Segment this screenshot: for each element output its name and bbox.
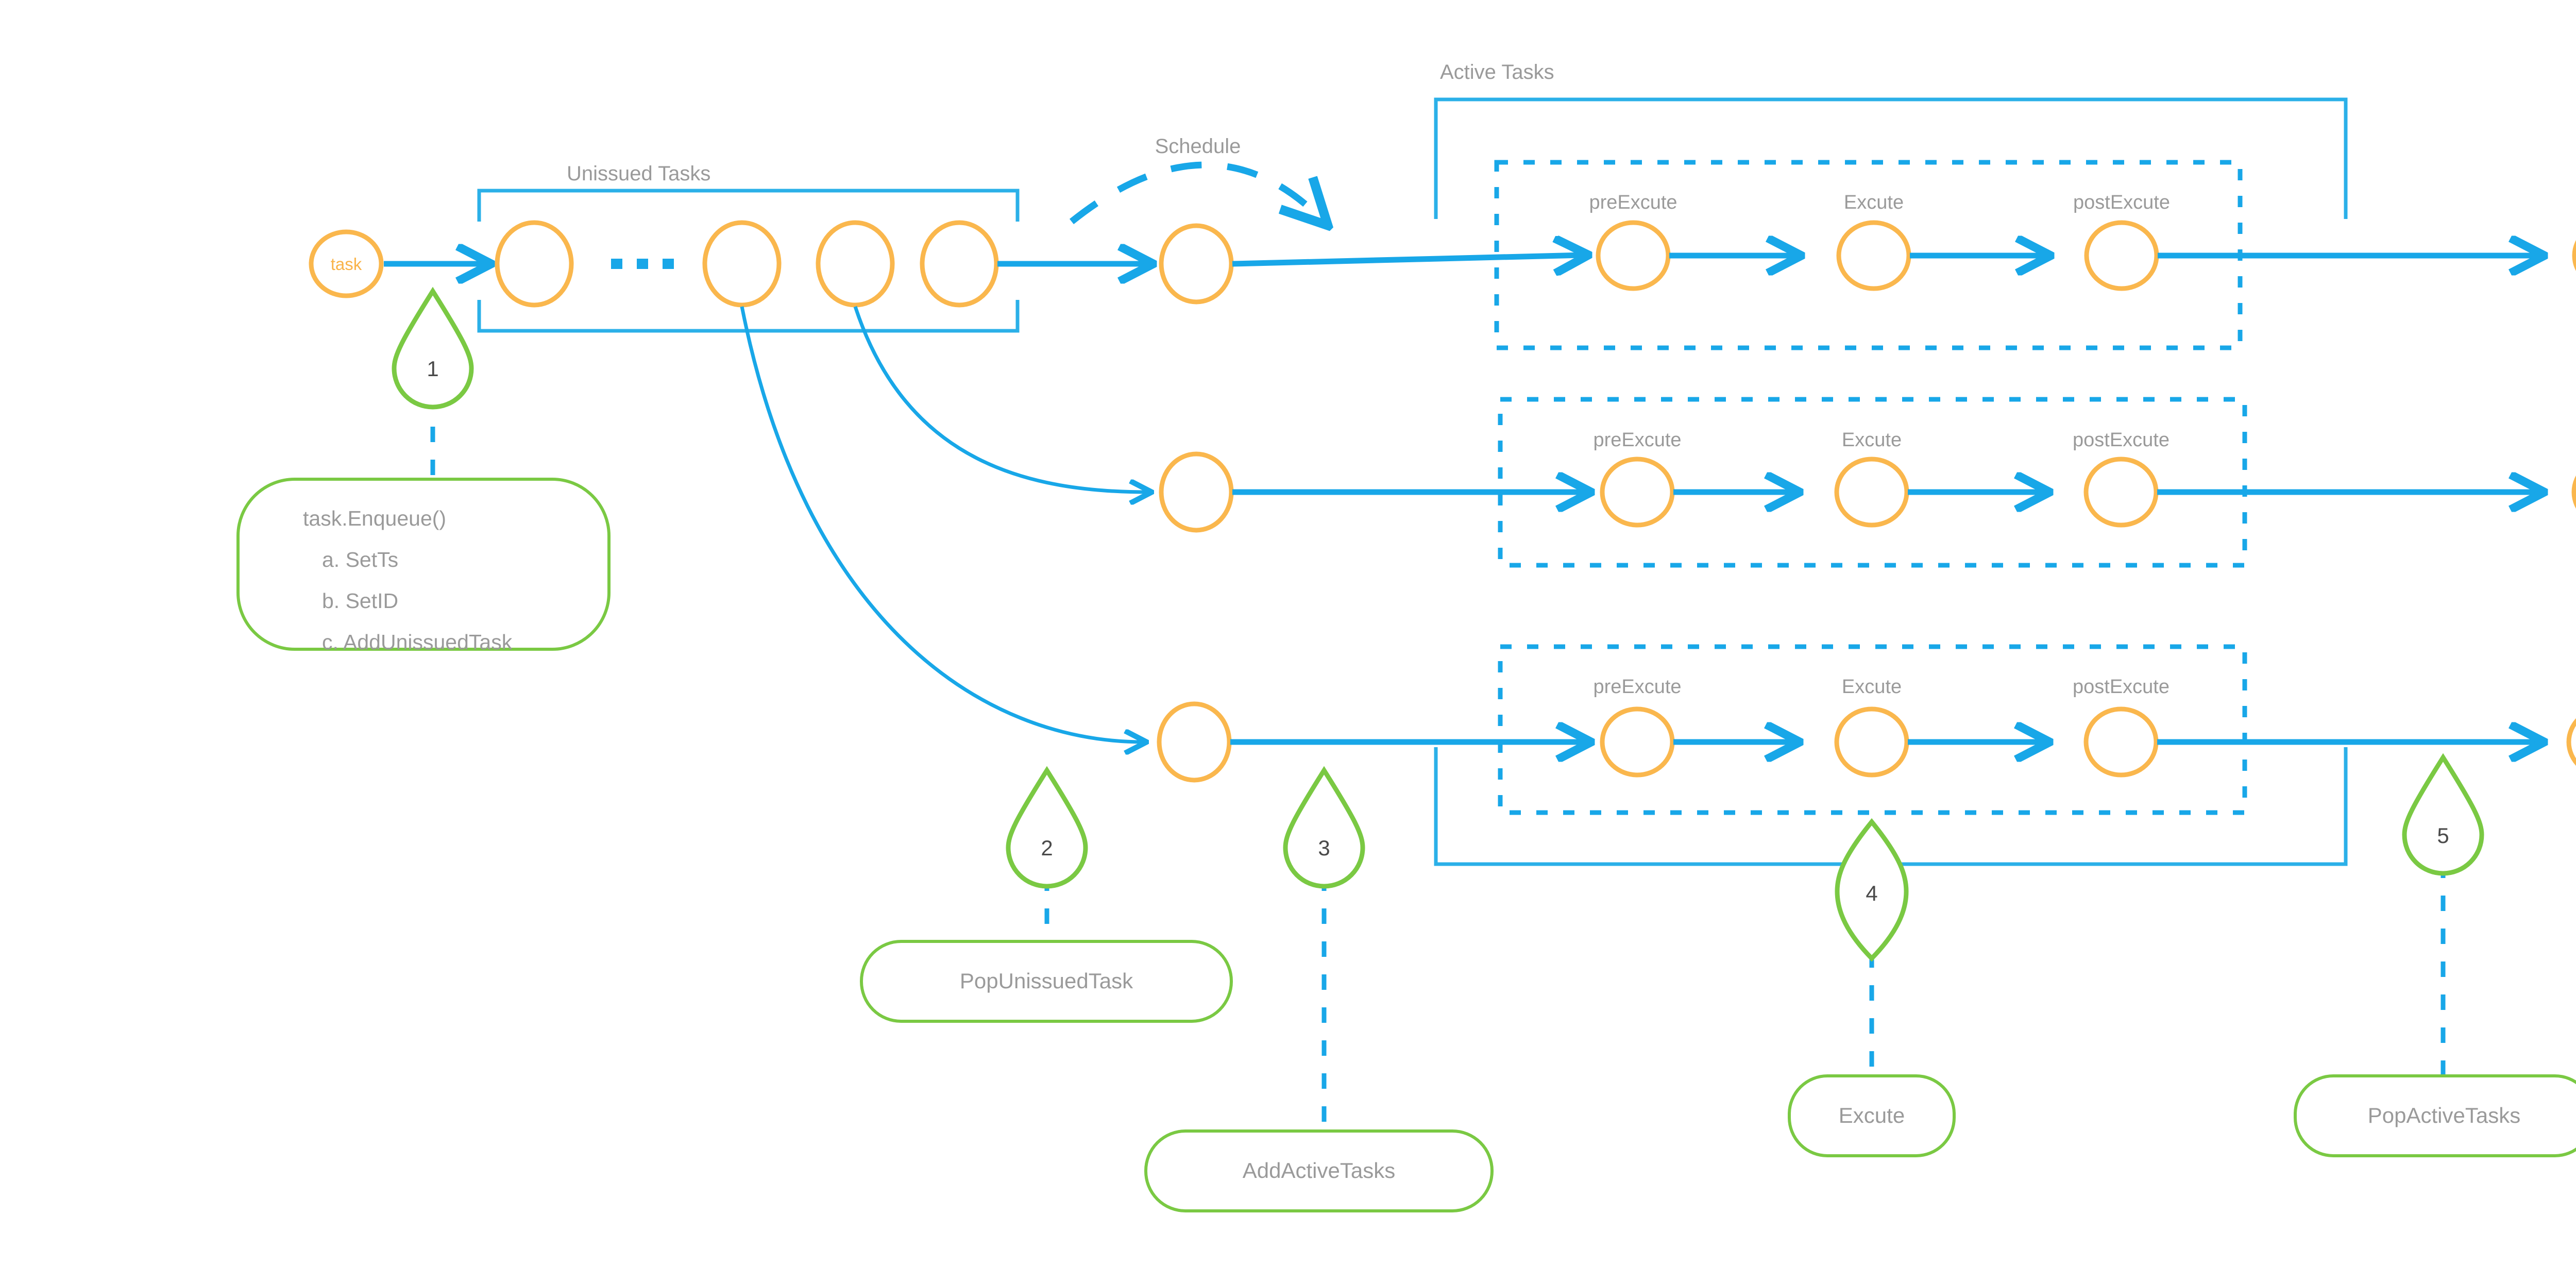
callout-label-pop-active: PopActiveTasks [2368, 1103, 2520, 1127]
marker-5-number: 5 [2437, 823, 2449, 848]
lane1-output-node [2572, 240, 2576, 272]
marker-4-number: 4 [1866, 881, 1877, 905]
callout-note-enqueue[interactable] [236, 478, 611, 651]
callout-label-add-active: AddActiveTasks [1243, 1158, 1395, 1183]
lane3-output-node [2566, 718, 2576, 766]
marker-1[interactable]: 1 [392, 286, 474, 410]
lane1-dispatch-node [1159, 223, 1234, 305]
marker-3[interactable]: 3 [1283, 766, 1365, 889]
lane3-stage-label-preexcute: preExcute [1593, 676, 1681, 698]
lane1-stage-label-postexcute: postExcute [2073, 192, 2170, 213]
curve-queue-to-lane2 [853, 306, 1149, 492]
marker-3-number: 3 [1318, 836, 1330, 860]
marker-1-number: 1 [427, 357, 438, 381]
source-task-label: task [331, 255, 362, 274]
bracket-unissued-tasks [477, 189, 1020, 333]
lane2-stage-label-preexcute: preExcute [1593, 429, 1681, 451]
group-label-unissued-tasks: Unissued Tasks [567, 162, 710, 185]
marker-2[interactable]: 2 [1006, 766, 1088, 889]
group-label-schedule: Schedule [1155, 135, 1241, 158]
lane3-dispatch-node [1157, 701, 1232, 783]
lane2-stage-label-postexcute: postExcute [2073, 429, 2170, 451]
note-line-3: b. SetID [322, 589, 398, 613]
lane1-stage-label-preexcute: preExcute [1589, 192, 1677, 213]
lane2-pipeline-box [1498, 397, 2247, 568]
lane2-dispatch-node [1159, 451, 1234, 533]
callout-label-excute: Excute [1839, 1103, 1905, 1127]
unissued-queue-nodes [495, 220, 999, 308]
callout-excute[interactable] [1788, 1074, 1956, 1157]
lane3-stage-nodes [1600, 706, 2159, 778]
lane2-output-node [2571, 475, 2576, 509]
callout-pop-unissued[interactable] [860, 940, 1233, 1023]
marker-4[interactable]: 4 [1835, 818, 1909, 962]
lane1-pipeline-box [1494, 160, 2243, 350]
callout-pop-active[interactable] [2294, 1074, 2576, 1157]
bracket-active-tasks [1434, 97, 2348, 866]
curve-queue-to-lane3 [740, 306, 1144, 742]
note-line-1: task.Enqueue() [303, 507, 446, 530]
lane3-pipeline-box [1498, 644, 2247, 815]
note-line-4: c. AddUnissuedTask [322, 630, 513, 654]
flow-lane1-to-preexcute [1232, 255, 1584, 264]
group-label-active-tasks: Active Tasks [1440, 61, 1554, 83]
marker-5[interactable]: 5 [2402, 753, 2484, 876]
lane1-stage-nodes [1596, 220, 2159, 291]
note-line-2: a. SetTs [322, 548, 398, 571]
callout-add-active[interactable] [1144, 1129, 1494, 1212]
schedule-arc-arrow [1069, 161, 1324, 222]
source-task-node [309, 229, 384, 298]
marker-2-number: 2 [1041, 836, 1053, 860]
lane1-stage-label-excute: Excute [1844, 192, 1904, 213]
lane2-stage-label-excute: Excute [1842, 429, 1902, 451]
lane3-stage-label-excute: Excute [1842, 676, 1902, 698]
lane3-stage-label-postexcute: postExcute [2073, 676, 2170, 698]
callout-label-pop-unissued: PopUnissuedTask [960, 969, 1133, 993]
queue-ellipsis-icon [611, 259, 674, 269]
lane2-stage-nodes [1600, 457, 2159, 528]
